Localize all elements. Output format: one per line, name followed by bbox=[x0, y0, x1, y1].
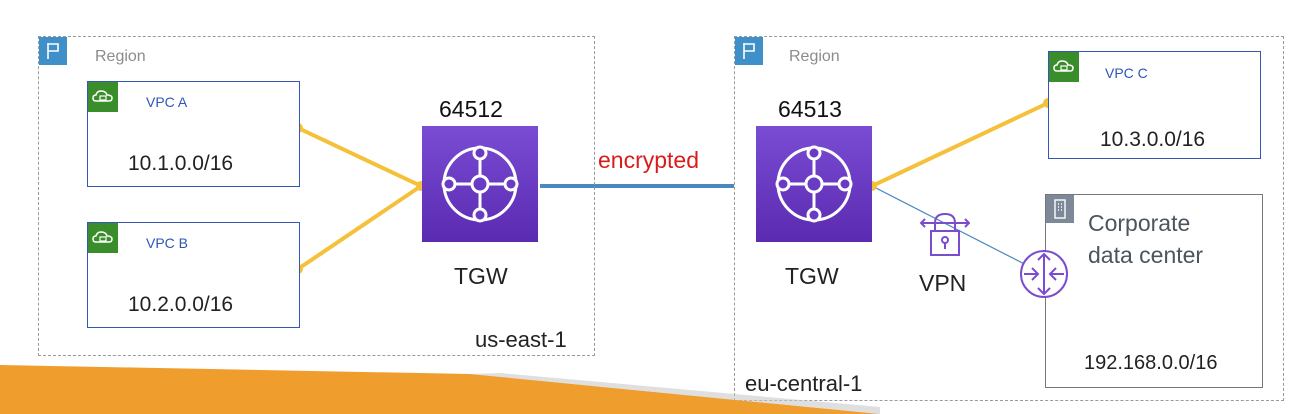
building-icon bbox=[1046, 195, 1074, 223]
vpc-b: VPC B 10.2.0.0/16 bbox=[87, 222, 300, 328]
vpc-name: VPC A bbox=[146, 94, 188, 110]
vpc-cloud-icon bbox=[88, 82, 118, 112]
transit-gateway-icon bbox=[422, 126, 538, 242]
router-icon bbox=[1018, 248, 1070, 300]
tgw-label: TGW bbox=[454, 263, 508, 289]
vpc-cidr: 10.3.0.0/16 bbox=[1100, 128, 1206, 151]
datacenter-cidr: 192.168.0.0/16 bbox=[1084, 352, 1218, 374]
region-flag-icon bbox=[735, 37, 763, 65]
region-name: eu-central-1 bbox=[745, 371, 863, 396]
region-label: Region bbox=[789, 48, 840, 65]
datacenter-title-line1: Corporate bbox=[1088, 210, 1191, 236]
tgw-asn: 64512 bbox=[439, 96, 503, 122]
attachment-vpc-c bbox=[871, 101, 1049, 188]
vpc-cidr: 10.1.0.0/16 bbox=[128, 152, 234, 175]
vpn-lock-icon bbox=[919, 207, 971, 263]
region-eu-central-1: Region eu-central-1 bbox=[734, 36, 1284, 401]
attachment-vpc-b bbox=[296, 184, 423, 271]
attachment-vpc-a bbox=[297, 126, 422, 188]
vpc-a: VPC A 10.1.0.0/16 bbox=[87, 81, 300, 187]
region-label: Region bbox=[95, 48, 146, 65]
vpc-cloud-icon bbox=[1049, 52, 1079, 82]
vpc-cloud-icon bbox=[88, 223, 118, 253]
encrypted-label: encrypted bbox=[598, 147, 700, 173]
vpc-name: VPC B bbox=[146, 235, 189, 251]
corporate-data-center: Corporate data center 192.168.0.0/16 bbox=[1045, 194, 1263, 388]
region-name: us-east-1 bbox=[475, 327, 567, 352]
vpn-label: VPN bbox=[919, 270, 967, 296]
tgw-label: TGW bbox=[785, 263, 839, 289]
vpc-cidr: 10.2.0.0/16 bbox=[128, 293, 234, 316]
vpc-name: VPC C bbox=[1105, 65, 1148, 81]
transit-gateway-icon bbox=[756, 126, 872, 242]
region-us-east-1: Region us-east-1 bbox=[38, 36, 595, 356]
vpc-c: VPC C 10.3.0.0/16 bbox=[1048, 51, 1261, 159]
region-flag-icon bbox=[39, 37, 67, 65]
datacenter-title-line2: data center bbox=[1088, 242, 1204, 268]
tgw-asn: 64513 bbox=[778, 96, 842, 122]
